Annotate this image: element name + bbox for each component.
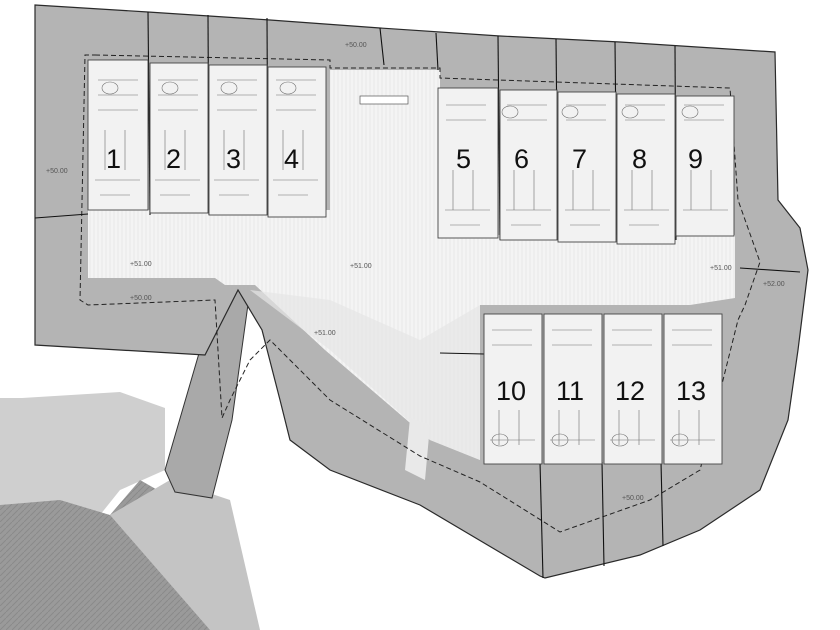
house-5-footprint xyxy=(437,87,499,239)
house-13-footprint xyxy=(663,313,723,465)
house-1-footprint xyxy=(87,59,149,211)
house-6-footprint xyxy=(499,89,558,241)
interior-details xyxy=(95,79,728,447)
elevation-label: +51.00 xyxy=(314,330,336,337)
footpath xyxy=(405,418,430,480)
unit-label-6: 6 xyxy=(514,144,529,174)
houses-north-west xyxy=(87,59,327,218)
adjacent-terrain xyxy=(0,392,260,630)
unit-label-11: 11 xyxy=(556,376,584,406)
house-2-footprint xyxy=(149,62,209,214)
unit-label-1: 1 xyxy=(106,144,121,174)
elevation-label: +52.00 xyxy=(763,281,785,288)
elevation-label: +50.00 xyxy=(130,295,152,302)
house-12-footprint xyxy=(603,313,663,465)
house-9-footprint xyxy=(675,95,735,237)
house-3-footprint xyxy=(208,64,268,216)
unit-label-9: 9 xyxy=(688,144,703,174)
elevation-label: +50.00 xyxy=(345,42,367,49)
setback-line xyxy=(79,54,761,533)
unit-label-4: 4 xyxy=(284,144,299,174)
house-10-footprint xyxy=(483,313,543,465)
unit-label-10: 10 xyxy=(496,376,526,406)
unit-label-12: 12 xyxy=(615,376,645,406)
unit-label-13: 13 xyxy=(676,376,706,406)
elevation-label: +50.00 xyxy=(46,168,68,175)
house-4-footprint xyxy=(267,66,327,218)
entrance-steps xyxy=(359,95,409,105)
unit-labels: 1 2 3 4 5 6 7 8 9 10 11 12 13 xyxy=(106,144,706,406)
lower-plaza xyxy=(250,290,480,460)
elevation-label: +51.00 xyxy=(350,263,372,270)
central-courtyard xyxy=(88,70,735,460)
elevation-label: +51.00 xyxy=(130,261,152,268)
elevation-label: +50.00 xyxy=(622,495,644,502)
house-7-footprint xyxy=(557,91,617,243)
elevation-labels: +50.00 +50.00 +51.00 +50.00 +51.00 +51.0… xyxy=(46,42,785,502)
house-11-footprint xyxy=(543,313,603,465)
elevation-label: +51.00 xyxy=(710,265,732,272)
houses-south xyxy=(483,313,723,465)
houses-north-east xyxy=(437,87,735,245)
unit-label-3: 3 xyxy=(226,144,241,174)
unit-label-5: 5 xyxy=(456,144,471,174)
unit-label-2: 2 xyxy=(166,144,181,174)
unit-label-8: 8 xyxy=(632,144,647,174)
unit-label-7: 7 xyxy=(572,144,587,174)
house-8-footprint xyxy=(616,93,676,245)
